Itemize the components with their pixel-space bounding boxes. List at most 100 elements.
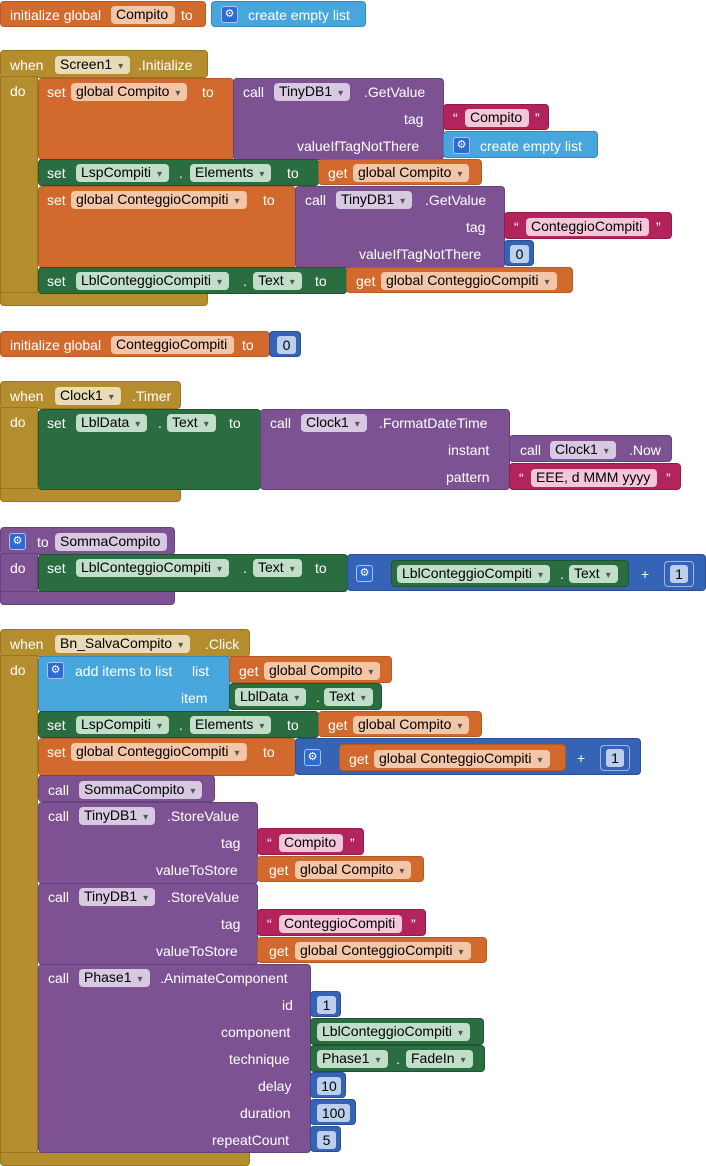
component-dropdown[interactable]: LblConteggioCompiti bbox=[76, 272, 229, 290]
number-block[interactable]: 10 bbox=[310, 1072, 346, 1098]
tinydb-storevalue-block[interactable]: call TinyDB1 .StoreValue tag valueToStor… bbox=[38, 802, 258, 884]
number-field[interactable]: 1 bbox=[670, 565, 688, 583]
var-dropdown[interactable]: global ConteggioCompiti bbox=[71, 743, 247, 761]
var-dropdown[interactable]: global ConteggioCompiti bbox=[71, 191, 247, 209]
set-lblconteggio-text-block[interactable]: set LblConteggioCompiti . Text to bbox=[38, 267, 347, 294]
set-lblconteggio-text-block[interactable]: set LblConteggioCompiti . Text to bbox=[38, 554, 348, 592]
get-global-block[interactable]: get global Compito bbox=[257, 856, 424, 882]
clock-now-block[interactable]: call Clock1 .Now bbox=[509, 435, 672, 462]
component-dropdown[interactable]: Screen1 bbox=[55, 56, 131, 74]
text-block[interactable]: “ ConteggioCompiti ” bbox=[257, 909, 426, 936]
lbldata-text-getter[interactable]: LblData . Text bbox=[229, 683, 382, 710]
text-block[interactable]: “ ConteggioCompiti ” bbox=[504, 212, 672, 239]
component-dropdown[interactable]: LblConteggioCompiti bbox=[317, 1023, 470, 1041]
number-field[interactable]: 10 bbox=[317, 1077, 341, 1095]
get-global-block[interactable]: get global ConteggioCompiti bbox=[339, 744, 566, 771]
create-empty-list-block[interactable]: ⚙ create empty list bbox=[443, 131, 598, 158]
component-dropdown[interactable]: LspCompiti bbox=[76, 164, 170, 182]
component-dropdown[interactable]: Phase1 bbox=[79, 969, 150, 987]
init-global-conteggio-block[interactable]: initialize global ConteggioCompiti to bbox=[0, 331, 270, 357]
var-dropdown[interactable]: global ConteggioCompiti bbox=[374, 750, 550, 768]
gear-icon[interactable]: ⚙ bbox=[453, 137, 470, 154]
property-dropdown[interactable]: Text bbox=[253, 272, 302, 290]
call-sommacompito-block[interactable]: call SommaCompito bbox=[38, 775, 215, 802]
number-field[interactable]: 5 bbox=[317, 1131, 336, 1149]
number-field[interactable]: 0 bbox=[277, 336, 296, 354]
number-block[interactable]: 100 bbox=[310, 1099, 356, 1125]
component-dropdown[interactable]: TinyDB1 bbox=[274, 83, 351, 101]
component-dropdown[interactable]: LspCompiti bbox=[76, 716, 170, 734]
set-global-conteggio-block[interactable]: set global ConteggioCompiti to bbox=[38, 738, 296, 776]
text-block[interactable]: “ Compito ” bbox=[443, 104, 549, 130]
number-field[interactable]: 100 bbox=[317, 1104, 350, 1122]
create-empty-list-block[interactable]: ⚙ create empty list bbox=[211, 1, 366, 27]
var-dropdown[interactable]: global Compito bbox=[353, 716, 470, 734]
text-block[interactable]: “ Compito ” bbox=[257, 828, 364, 855]
property-dropdown[interactable]: Text bbox=[569, 565, 618, 583]
var-dropdown[interactable]: global ConteggioCompiti bbox=[381, 272, 557, 290]
text-block[interactable]: “ EEE, d MMM yyyy ” bbox=[509, 463, 681, 490]
event-header[interactable]: when Bn_SalvaCompito .Click bbox=[0, 629, 250, 657]
gear-icon[interactable]: ⚙ bbox=[304, 749, 321, 766]
set-lbldata-text-block[interactable]: set LblData . Text to bbox=[38, 409, 261, 490]
var-dropdown[interactable]: global ConteggioCompiti bbox=[295, 942, 471, 960]
gear-icon[interactable]: ⚙ bbox=[47, 662, 64, 679]
phase-technique-block[interactable]: Phase1 . FadeIn bbox=[310, 1045, 485, 1072]
event-header[interactable]: when Clock1 .Timer bbox=[0, 381, 181, 409]
gear-icon[interactable]: ⚙ bbox=[356, 565, 373, 582]
text-field[interactable]: ConteggioCompiti bbox=[526, 218, 650, 236]
tinydb-storevalue-block[interactable]: call TinyDB1 .StoreValue tag valueToStor… bbox=[38, 883, 258, 965]
get-global-block[interactable]: get global Compito bbox=[318, 711, 482, 737]
component-dropdown[interactable]: Clock1 bbox=[301, 414, 367, 432]
tinydb-getvalue-block[interactable]: call TinyDB1 .GetValue tag valueIfTagNot… bbox=[295, 186, 505, 268]
add-items-to-list-block[interactable]: ⚙ add items to list list item bbox=[38, 656, 230, 712]
component-dropdown[interactable]: LblConteggioCompiti bbox=[397, 565, 550, 583]
number-block[interactable]: 5 bbox=[310, 1126, 341, 1152]
procedure-header[interactable]: ⚙ to SommaCompito bbox=[0, 527, 175, 555]
var-name-field[interactable]: ConteggioCompiti bbox=[111, 336, 235, 354]
set-lspcompiti-elements-block[interactable]: set LspCompiti . Elements to bbox=[38, 159, 319, 186]
property-dropdown[interactable]: Elements bbox=[190, 164, 272, 182]
var-dropdown[interactable]: global Compito bbox=[295, 861, 412, 879]
init-global-compito-block[interactable]: initialize global Compito to bbox=[0, 1, 206, 27]
property-dropdown[interactable]: Text bbox=[167, 414, 216, 432]
technique-dropdown[interactable]: FadeIn bbox=[406, 1050, 473, 1068]
math-add-block[interactable]: ⚙ LblConteggioCompiti . Text + 1 bbox=[347, 554, 706, 591]
procedure-dropdown[interactable]: SommaCompito bbox=[79, 781, 203, 799]
tinydb-getvalue-block[interactable]: call TinyDB1 .GetValue tag valueIfTagNot… bbox=[233, 78, 444, 160]
number-block[interactable]: 0 bbox=[269, 331, 301, 357]
get-global-block[interactable]: get global ConteggioCompiti bbox=[346, 267, 573, 293]
procedure-name-field[interactable]: SommaCompito bbox=[55, 533, 168, 551]
number-field[interactable]: 1 bbox=[606, 749, 624, 767]
gear-icon[interactable]: ⚙ bbox=[9, 533, 26, 550]
property-dropdown[interactable]: Text bbox=[324, 688, 373, 706]
event-header[interactable]: when Screen1 .Initialize bbox=[0, 50, 208, 78]
number-block[interactable]: 1 bbox=[310, 991, 341, 1017]
number-block[interactable]: 0 bbox=[504, 240, 534, 266]
phase-animatecomponent-block[interactable]: call Phase1 .AnimateComponent id compone… bbox=[38, 964, 311, 1153]
number-field[interactable]: 1 bbox=[317, 996, 336, 1014]
get-global-block[interactable]: get global Compito bbox=[229, 656, 392, 683]
lblconteggio-component-block[interactable]: LblConteggioCompiti bbox=[310, 1018, 484, 1045]
component-dropdown[interactable]: LblData bbox=[76, 414, 148, 432]
gear-icon[interactable]: ⚙ bbox=[221, 6, 238, 23]
component-dropdown[interactable]: TinyDB1 bbox=[79, 888, 156, 906]
var-dropdown[interactable]: global Compito bbox=[264, 662, 381, 680]
text-field[interactable]: Compito bbox=[465, 109, 530, 127]
get-global-block[interactable]: get global ConteggioCompiti bbox=[257, 937, 487, 963]
set-global-conteggio-block[interactable]: set global ConteggioCompiti to bbox=[38, 186, 296, 268]
number-block[interactable]: 1 bbox=[600, 745, 630, 771]
component-dropdown[interactable]: Phase1 bbox=[317, 1050, 388, 1068]
component-dropdown[interactable]: LblConteggioCompiti bbox=[76, 559, 229, 577]
text-field[interactable]: EEE, d MMM yyyy bbox=[531, 469, 658, 487]
text-field[interactable]: Compito bbox=[279, 834, 344, 852]
property-dropdown[interactable]: Text bbox=[253, 559, 302, 577]
lblconteggio-text-getter[interactable]: LblConteggioCompiti . Text bbox=[391, 560, 629, 587]
math-add-block[interactable]: ⚙ get global ConteggioCompiti + 1 bbox=[295, 738, 641, 775]
set-global-compito-block[interactable]: set global Compito to bbox=[38, 78, 234, 160]
component-dropdown[interactable]: LblData bbox=[235, 688, 307, 706]
component-dropdown[interactable]: TinyDB1 bbox=[336, 191, 413, 209]
property-dropdown[interactable]: Elements bbox=[190, 716, 272, 734]
set-lspcompiti-elements-block[interactable]: set LspCompiti . Elements to bbox=[38, 711, 319, 738]
text-field[interactable]: ConteggioCompiti bbox=[279, 915, 403, 933]
